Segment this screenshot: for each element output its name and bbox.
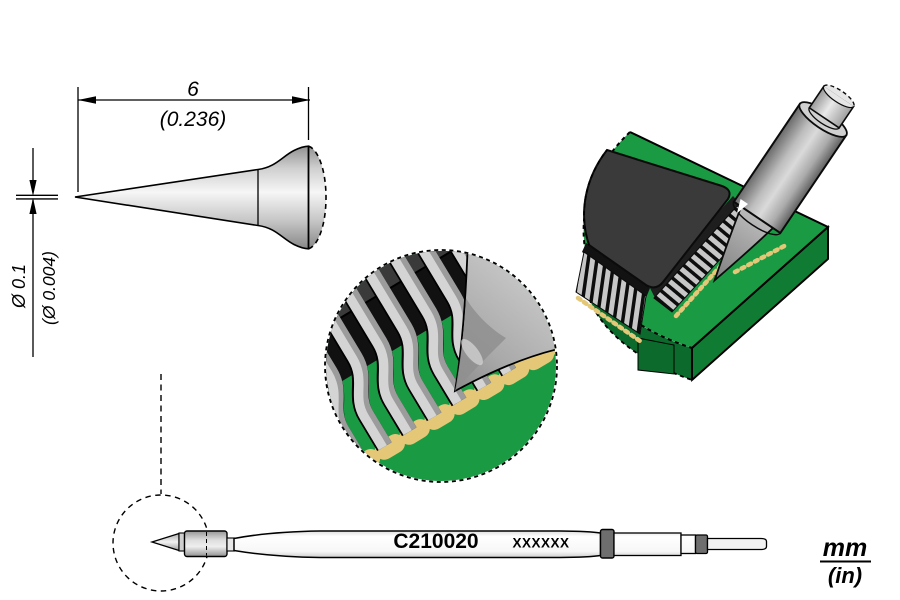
chip-side-right: [650, 196, 741, 300]
iron-cap-face: [822, 85, 855, 109]
chip-side-left: [582, 243, 650, 298]
soldering-iron-3d: [712, 84, 855, 284]
pad-row-bare: [732, 241, 791, 275]
cartridge-section-a: [613, 532, 682, 557]
detail-tip-cone-shade: [455, 298, 506, 391]
iron-cap-lower-edge: [808, 107, 840, 130]
detail-pad-row: [326, 331, 556, 481]
cartridge-heater-barrel: [183, 530, 228, 558]
pad-row-left: [575, 295, 643, 344]
pcb-cut-edge-lower-dashed: [586, 291, 693, 381]
chip-cut-edge-dashed: [583, 149, 608, 246]
detail-circle-outline: [324, 249, 558, 483]
cartridge-contact-shaft: [706, 537, 768, 551]
arrowhead-right: [292, 96, 310, 104]
arrowhead-left: [78, 96, 96, 104]
tip-profile: [74, 145, 310, 250]
detail-tip-sheen: [461, 338, 483, 366]
cartridge-side-view: C210020 XXXXXX: [112, 374, 768, 592]
tip-profile-break-fill: [308, 146, 326, 249]
unit-secondary-label: (in): [828, 563, 862, 588]
iron-glint: [736, 198, 749, 214]
iron-cap-cut-dashed: [823, 84, 855, 107]
model-number-label: C210020: [393, 530, 478, 553]
lead-row-left: [575, 251, 647, 335]
length-dim-mm: 6: [187, 78, 199, 101]
pcb-bottom-edges: [691, 227, 829, 381]
tip-profile-break-arc: [308, 145, 327, 250]
iron-body-bottom-edge: [732, 201, 781, 236]
length-dim-in: (0.236): [160, 108, 227, 131]
cartridge-section-b: [680, 534, 697, 555]
diameter-arrow-down: [29, 180, 37, 196]
diameter-dim-mm: Ø 0.1: [9, 264, 29, 309]
tip-dimension-view: 6 (0.236) Ø 0.1 (Ø 0.004): [9, 78, 327, 357]
diameter-dim-in: (Ø 0.004): [39, 251, 59, 325]
unit-primary-label: mm: [823, 534, 867, 562]
units-legend: mm (in): [820, 534, 871, 588]
batch-marking-label: XXXXXX: [512, 536, 569, 551]
iron-tip-cone: [712, 201, 778, 284]
cartridge-tip-cone: [149, 532, 180, 552]
application-3d-view: [575, 84, 855, 383]
cartridge-ring-1: [599, 528, 615, 559]
cartridge-ring-2: [694, 534, 709, 555]
pcb-solid-edges: [629, 131, 830, 380]
cartridge-ferrule: [178, 532, 186, 552]
pcb-notch: [637, 337, 675, 375]
